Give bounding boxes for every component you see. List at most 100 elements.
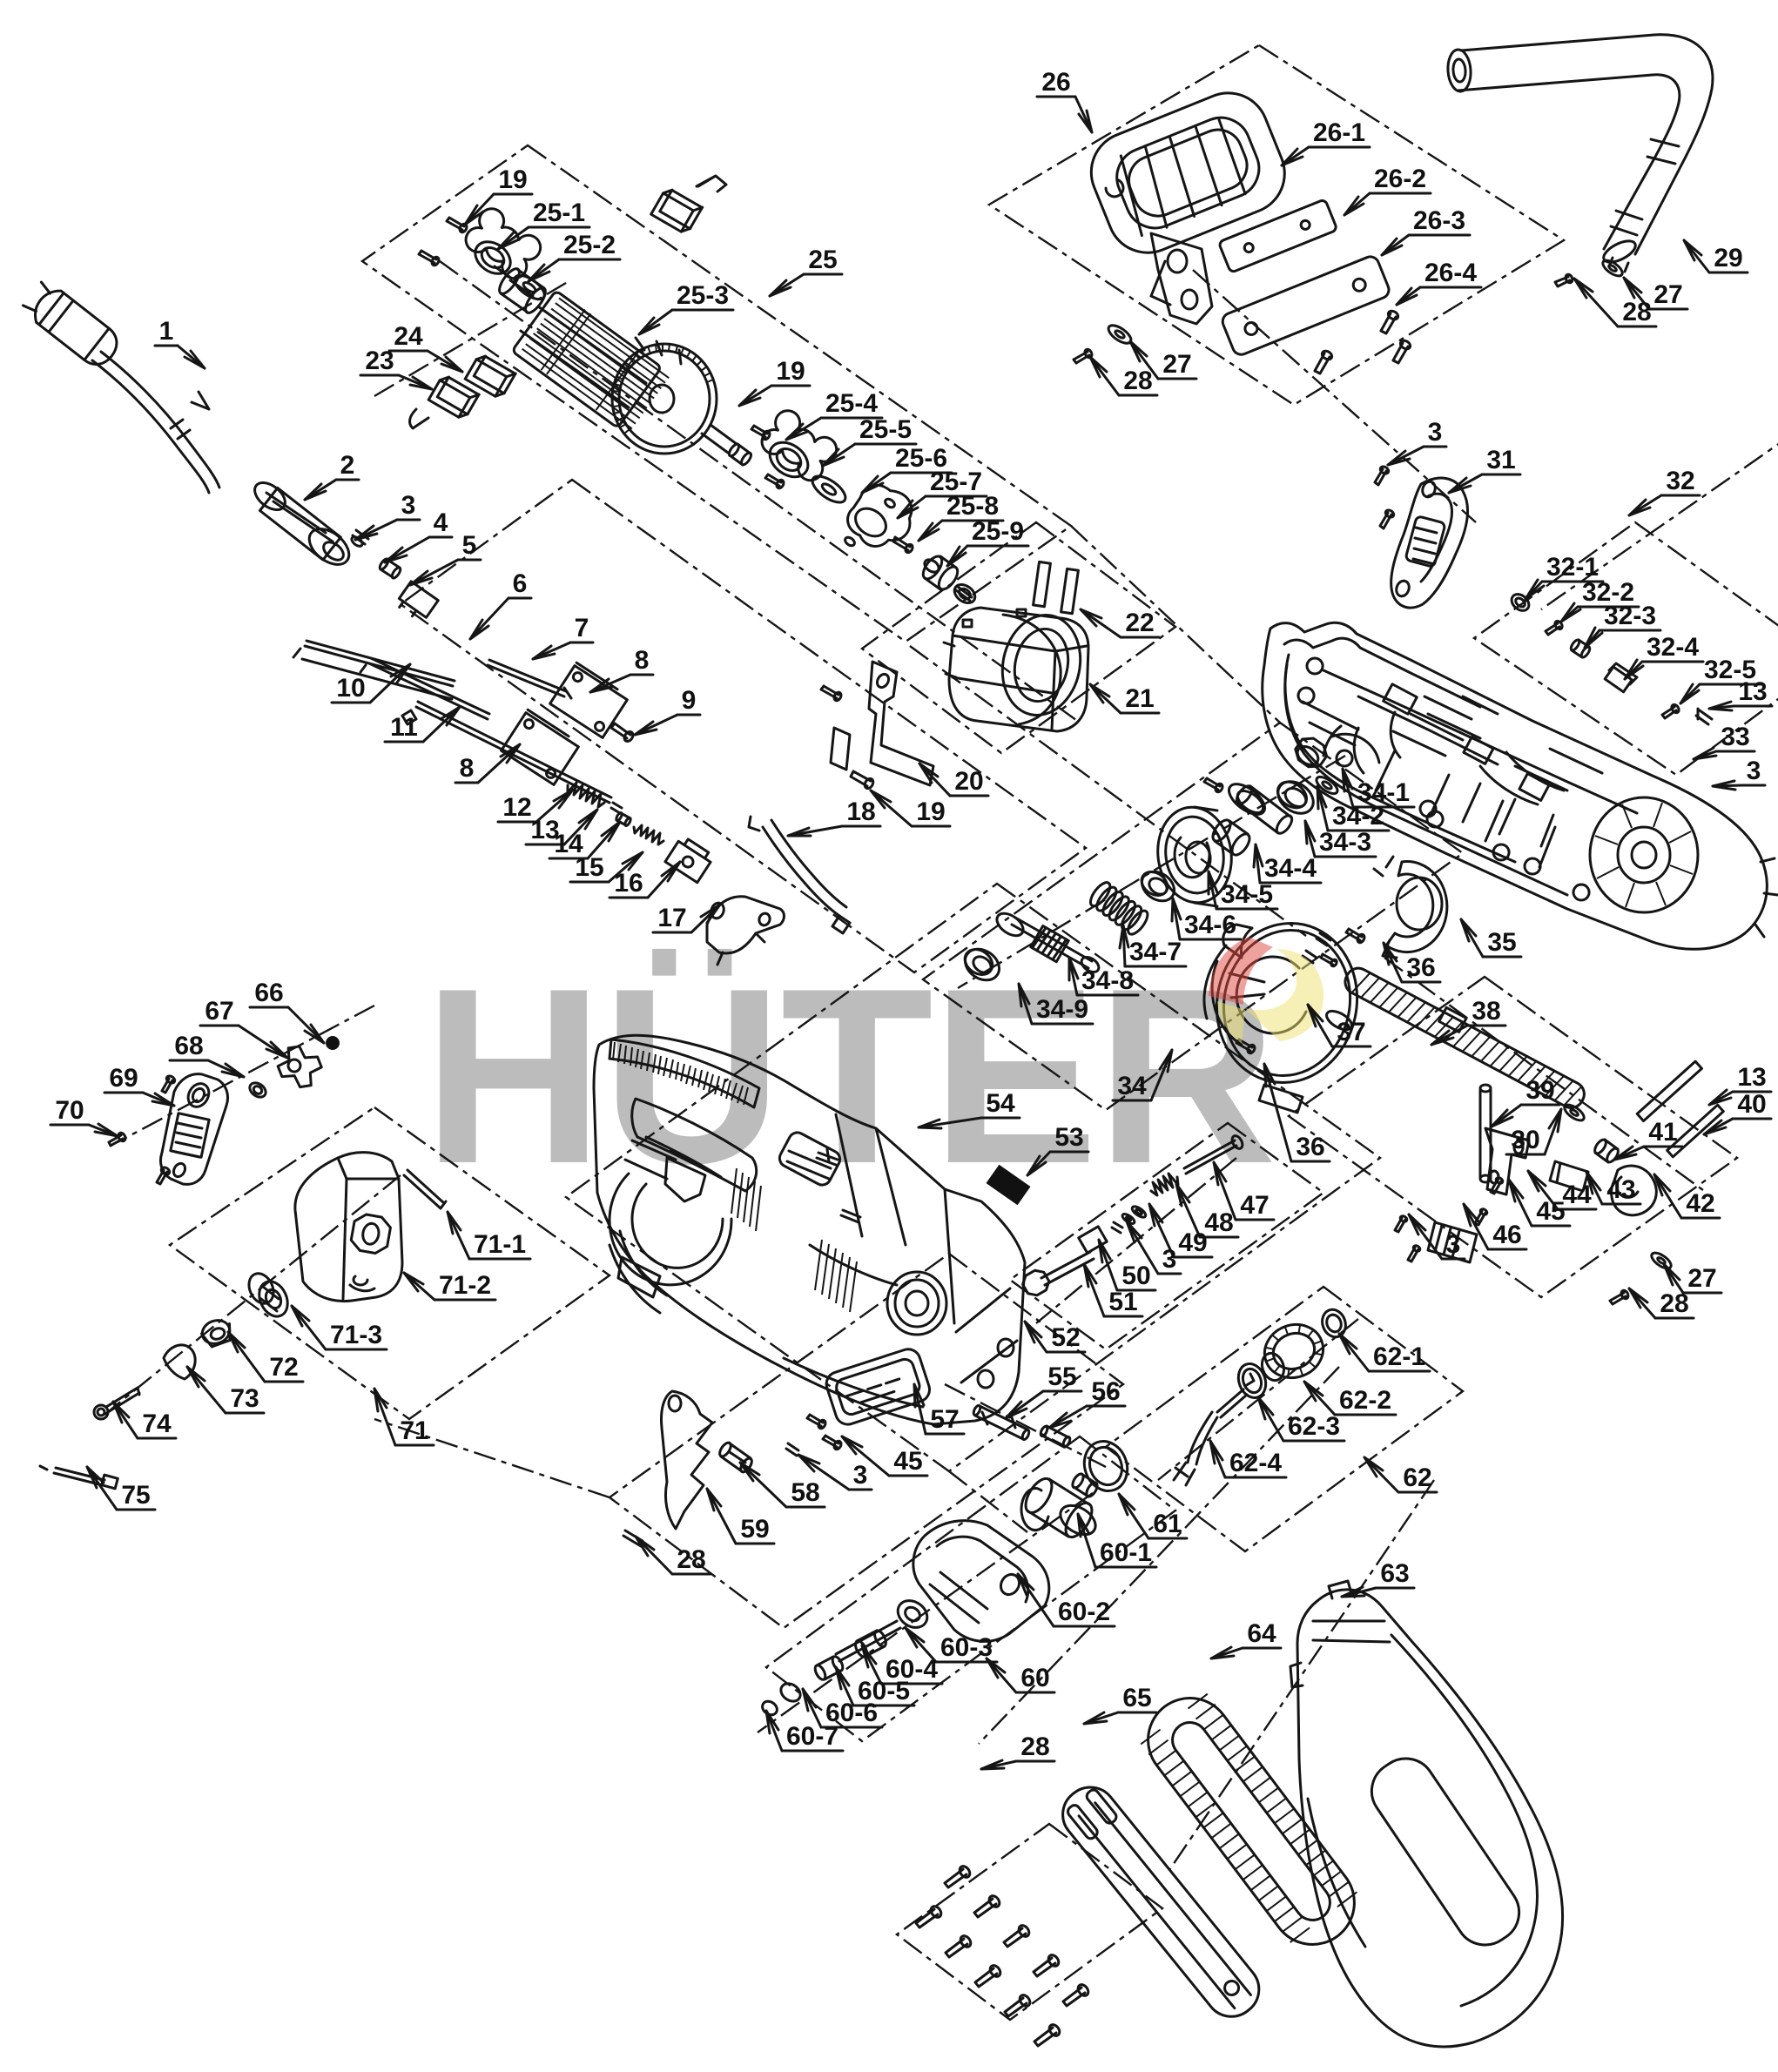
svg-text:14: 14 xyxy=(554,830,583,858)
svg-text:34-7: 34-7 xyxy=(1129,938,1182,966)
svg-text:37: 37 xyxy=(1337,1018,1365,1046)
svg-text:60-5: 60-5 xyxy=(858,1677,910,1705)
svg-text:22: 22 xyxy=(1125,609,1154,637)
svg-text:67: 67 xyxy=(205,997,233,1026)
svg-text:35: 35 xyxy=(1487,928,1516,957)
svg-text:3: 3 xyxy=(1428,418,1443,447)
svg-text:26: 26 xyxy=(1041,68,1070,97)
svg-text:28: 28 xyxy=(1660,1289,1688,1318)
svg-text:60-4: 60-4 xyxy=(886,1655,938,1684)
svg-text:25: 25 xyxy=(808,246,837,274)
svg-text:3: 3 xyxy=(401,491,416,520)
svg-text:71-3: 71-3 xyxy=(330,1321,382,1349)
svg-text:54: 54 xyxy=(986,1089,1015,1118)
svg-text:32-3: 32-3 xyxy=(1604,602,1656,630)
svg-text:33: 33 xyxy=(1721,723,1749,751)
svg-text:48: 48 xyxy=(1204,1208,1233,1237)
svg-text:45: 45 xyxy=(893,1447,922,1476)
svg-text:34-4: 34-4 xyxy=(1264,854,1317,883)
svg-text:69: 69 xyxy=(109,1064,138,1093)
svg-text:28: 28 xyxy=(1020,1732,1049,1761)
svg-text:50: 50 xyxy=(1121,1261,1150,1290)
svg-text:52: 52 xyxy=(1051,1323,1080,1352)
svg-text:13: 13 xyxy=(1737,1063,1766,1092)
svg-text:24: 24 xyxy=(394,322,423,351)
svg-text:11: 11 xyxy=(390,713,418,742)
svg-text:30: 30 xyxy=(1511,1126,1539,1154)
svg-text:64: 64 xyxy=(1247,1619,1276,1648)
svg-text:25-3: 25-3 xyxy=(677,281,729,310)
svg-text:34-9: 34-9 xyxy=(1036,995,1088,1024)
svg-text:32-5: 32-5 xyxy=(1704,656,1756,684)
svg-text:75: 75 xyxy=(121,1481,150,1510)
svg-text:60-6: 60-6 xyxy=(825,1699,878,1727)
svg-text:57: 57 xyxy=(930,1405,959,1434)
svg-text:60-7: 60-7 xyxy=(786,1722,838,1751)
svg-text:34-2: 34-2 xyxy=(1332,802,1384,831)
svg-text:28: 28 xyxy=(1622,298,1651,326)
svg-text:43: 43 xyxy=(1606,1175,1635,1204)
svg-text:36: 36 xyxy=(1406,953,1435,982)
svg-text:25-9: 25-9 xyxy=(972,517,1024,546)
svg-text:3: 3 xyxy=(1446,1230,1461,1259)
svg-text:3: 3 xyxy=(853,1461,868,1490)
svg-text:13: 13 xyxy=(530,816,559,844)
svg-text:72: 72 xyxy=(269,1353,298,1382)
svg-text:34-8: 34-8 xyxy=(1081,966,1134,995)
svg-text:27: 27 xyxy=(1653,280,1682,309)
svg-text:62-2: 62-2 xyxy=(1339,1386,1391,1415)
svg-text:28: 28 xyxy=(1123,367,1152,395)
svg-text:29: 29 xyxy=(1714,244,1742,272)
svg-text:27: 27 xyxy=(1687,1264,1716,1293)
svg-text:44: 44 xyxy=(1562,1181,1592,1209)
svg-text:27: 27 xyxy=(1162,350,1191,379)
svg-text:4: 4 xyxy=(434,508,448,537)
svg-text:8: 8 xyxy=(460,754,475,783)
svg-text:61: 61 xyxy=(1153,1510,1182,1538)
svg-text:26-1: 26-1 xyxy=(1313,118,1365,147)
svg-text:40: 40 xyxy=(1737,1090,1766,1119)
svg-text:71: 71 xyxy=(400,1416,428,1445)
svg-text:17: 17 xyxy=(657,904,686,932)
svg-text:25-4: 25-4 xyxy=(825,389,878,418)
svg-text:39: 39 xyxy=(1525,1076,1554,1105)
svg-text:38: 38 xyxy=(1472,997,1500,1026)
svg-text:26-2: 26-2 xyxy=(1374,165,1426,193)
svg-text:41: 41 xyxy=(1648,1118,1677,1147)
svg-text:49: 49 xyxy=(1178,1228,1207,1257)
svg-text:32-4: 32-4 xyxy=(1647,633,1699,662)
svg-text:19: 19 xyxy=(498,165,527,194)
svg-text:68: 68 xyxy=(174,1032,203,1060)
svg-text:60: 60 xyxy=(1020,1664,1049,1692)
svg-text:19: 19 xyxy=(776,357,805,386)
svg-text:66: 66 xyxy=(254,979,283,1007)
svg-text:26-3: 26-3 xyxy=(1413,206,1465,235)
svg-text:55: 55 xyxy=(1047,1362,1076,1391)
svg-text:25-5: 25-5 xyxy=(859,415,912,444)
svg-text:62-1: 62-1 xyxy=(1373,1342,1425,1371)
svg-text:42: 42 xyxy=(1686,1189,1714,1218)
svg-text:74: 74 xyxy=(142,1409,172,1438)
svg-text:45: 45 xyxy=(1536,1197,1565,1226)
svg-text:56: 56 xyxy=(1091,1377,1120,1406)
svg-text:6: 6 xyxy=(513,569,528,598)
svg-text:31: 31 xyxy=(1486,446,1515,474)
svg-text:3: 3 xyxy=(1162,1245,1177,1274)
svg-text:71-1: 71-1 xyxy=(474,1230,526,1259)
svg-text:34-6: 34-6 xyxy=(1184,911,1236,939)
svg-text:71-2: 71-2 xyxy=(439,1271,491,1300)
svg-text:58: 58 xyxy=(791,1478,819,1507)
svg-text:62: 62 xyxy=(1403,1463,1431,1492)
svg-text:51: 51 xyxy=(1108,1288,1137,1316)
svg-text:60-1: 60-1 xyxy=(1100,1538,1152,1567)
svg-text:10: 10 xyxy=(336,674,365,703)
svg-text:8: 8 xyxy=(635,646,650,675)
svg-text:1: 1 xyxy=(159,317,174,346)
svg-text:32-2: 32-2 xyxy=(1582,578,1634,607)
svg-text:23: 23 xyxy=(365,346,394,375)
svg-text:32: 32 xyxy=(1666,467,1694,495)
svg-text:2: 2 xyxy=(340,451,355,480)
svg-text:65: 65 xyxy=(1122,1684,1151,1712)
svg-text:3: 3 xyxy=(1747,757,1761,785)
svg-text:9: 9 xyxy=(682,686,697,715)
